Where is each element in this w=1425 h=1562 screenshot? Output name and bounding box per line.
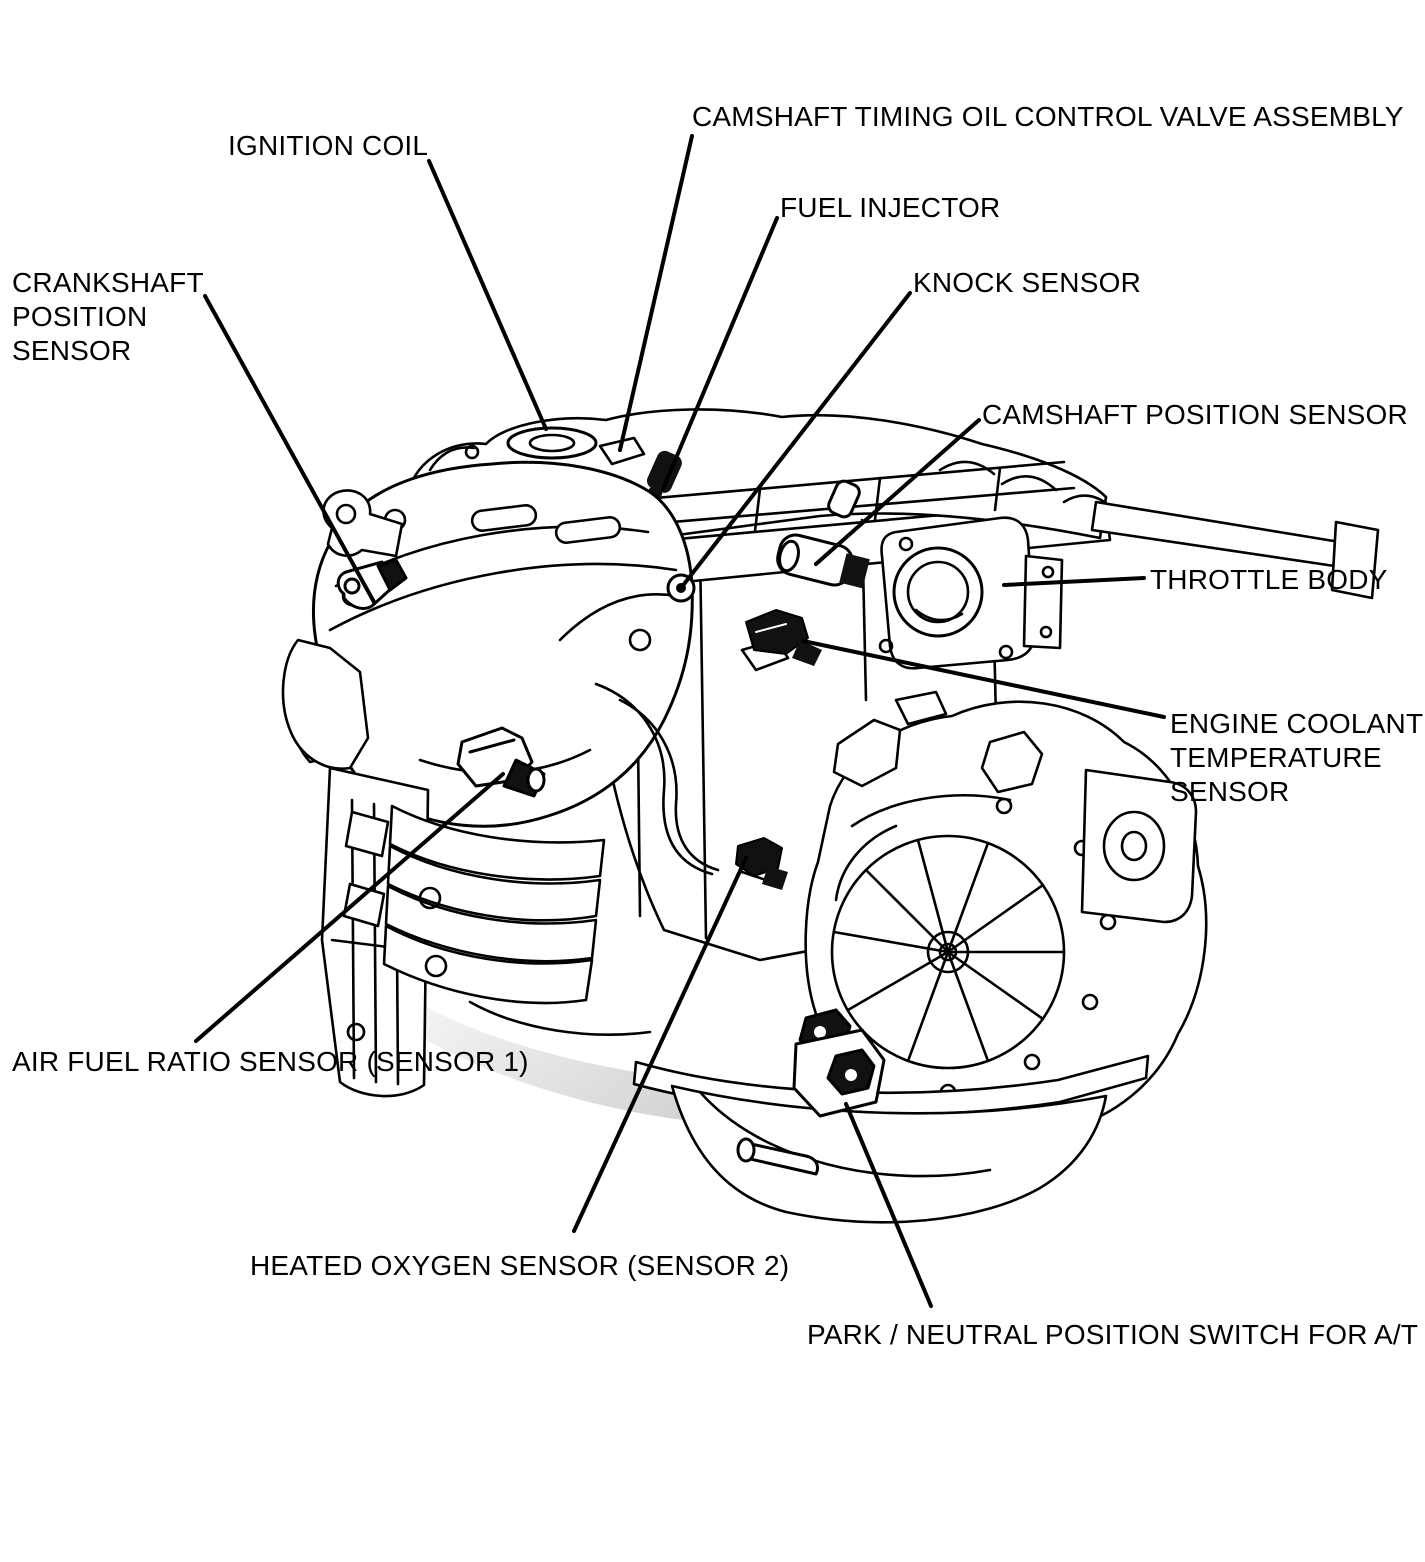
leader-park-neutral-position-switch-for-at [844,1102,933,1308]
leader-crankshaft-position-sensor [203,294,376,604]
engine-line-art [281,408,1380,1224]
leader-engine-coolant-temperature-sensor [801,639,1166,719]
leader-knock-sensor [679,291,912,590]
leader-air-fuel-ratio-sensor-sensor-1 [194,772,505,1043]
leader-throttle-body [1002,576,1146,587]
leader-heated-oxygen-sensor-sensor-2 [572,856,748,1233]
leader-lines [194,134,1166,1308]
leader-camshaft-timing-oil-control-valve-assembly [618,134,694,452]
leader-ignition-coil [427,159,548,431]
leader-fuel-injector [661,216,779,491]
leader-camshaft-position-sensor [814,418,981,566]
